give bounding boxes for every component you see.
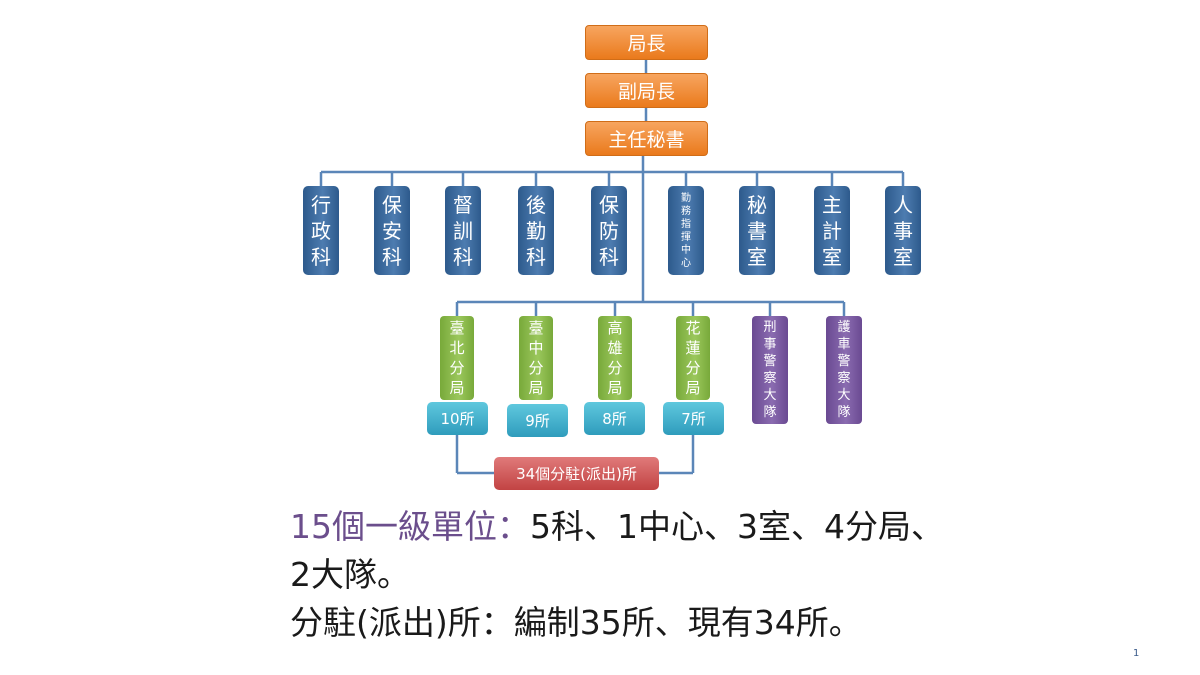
section-box-1: 行政科 bbox=[303, 186, 339, 275]
section-label-5: 保防科 bbox=[599, 192, 619, 269]
station-count-hualien-label: 7所 bbox=[681, 410, 706, 428]
branch-label-taipei: 臺北分局 bbox=[449, 319, 465, 397]
branch-box-taichung: 臺中分局 bbox=[519, 316, 553, 400]
branch-box-kaohsiung: 高雄分局 bbox=[598, 316, 632, 400]
station-count-hualien: 7所 bbox=[663, 402, 724, 435]
summary-lead: 15個一級單位： bbox=[290, 507, 530, 546]
section-label-9: 人事室 bbox=[893, 192, 913, 269]
brigade-label-criminal: 刑事警察大隊 bbox=[763, 320, 777, 420]
brigade-box-escort: 護車警察大隊 bbox=[826, 316, 862, 424]
section-label-1: 行政科 bbox=[311, 192, 331, 269]
director-label: 局長 bbox=[627, 33, 666, 55]
station-count-kaohsiung: 8所 bbox=[584, 402, 645, 435]
chief-secretary-label: 主任秘書 bbox=[608, 129, 685, 151]
deputy-director-box: 副局長 bbox=[585, 73, 708, 108]
deputy-director-label: 副局長 bbox=[617, 81, 675, 103]
section-box-4: 後勤科 bbox=[518, 186, 554, 275]
section-box-9: 人事室 bbox=[885, 186, 921, 275]
director-box: 局長 bbox=[585, 25, 708, 60]
station-count-taichung: 9所 bbox=[507, 404, 568, 437]
section-label-8: 主計室 bbox=[822, 192, 842, 269]
section-label-4: 後勤科 bbox=[526, 192, 546, 269]
summary-line-2: 2大隊。 bbox=[290, 548, 410, 596]
summary-line2-text: 2大隊。 bbox=[290, 555, 410, 594]
substation-total-label: 34個分駐(派出)所 bbox=[516, 465, 637, 483]
section-label-7: 秘書室 bbox=[747, 192, 767, 269]
brigade-box-criminal: 刑事警察大隊 bbox=[752, 316, 788, 424]
branch-box-hualien: 花蓮分局 bbox=[676, 316, 710, 400]
summary-line3-text: 分駐(派出)所：編制35所、現有34所。 bbox=[290, 603, 862, 642]
page-number: 1 bbox=[1133, 648, 1140, 659]
station-count-taipei-label: 10所 bbox=[440, 410, 475, 428]
branch-label-hualien: 花蓮分局 bbox=[685, 319, 701, 397]
station-count-kaohsiung-label: 8所 bbox=[602, 410, 627, 428]
section-box-8: 主計室 bbox=[814, 186, 850, 275]
substation-total-box: 34個分駐(派出)所 bbox=[494, 457, 659, 490]
chief-secretary-box: 主任秘書 bbox=[585, 121, 708, 156]
summary-line-3: 分駐(派出)所：編制35所、現有34所。 bbox=[290, 596, 862, 644]
section-label-3: 督訓科 bbox=[453, 192, 473, 269]
brigade-label-escort: 護車警察大隊 bbox=[837, 320, 851, 420]
station-count-taichung-label: 9所 bbox=[525, 412, 550, 430]
section-box-2: 保安科 bbox=[374, 186, 410, 275]
section-label-6: 勤務指揮中心 bbox=[681, 192, 691, 269]
branch-box-taipei: 臺北分局 bbox=[440, 316, 474, 400]
summary-line-1: 15個一級單位：5科、1中心、3室、4分局、 bbox=[290, 500, 944, 548]
station-count-taipei: 10所 bbox=[427, 402, 488, 435]
section-label-2: 保安科 bbox=[382, 192, 402, 269]
branch-label-kaohsiung: 高雄分局 bbox=[607, 319, 623, 397]
section-box-3: 督訓科 bbox=[445, 186, 481, 275]
section-box-7: 秘書室 bbox=[739, 186, 775, 275]
summary-line1-rest: 5科、1中心、3室、4分局、 bbox=[530, 507, 944, 546]
branch-label-taichung: 臺中分局 bbox=[528, 319, 544, 397]
section-box-5: 保防科 bbox=[591, 186, 627, 275]
section-box-6: 勤務指揮中心 bbox=[668, 186, 704, 275]
